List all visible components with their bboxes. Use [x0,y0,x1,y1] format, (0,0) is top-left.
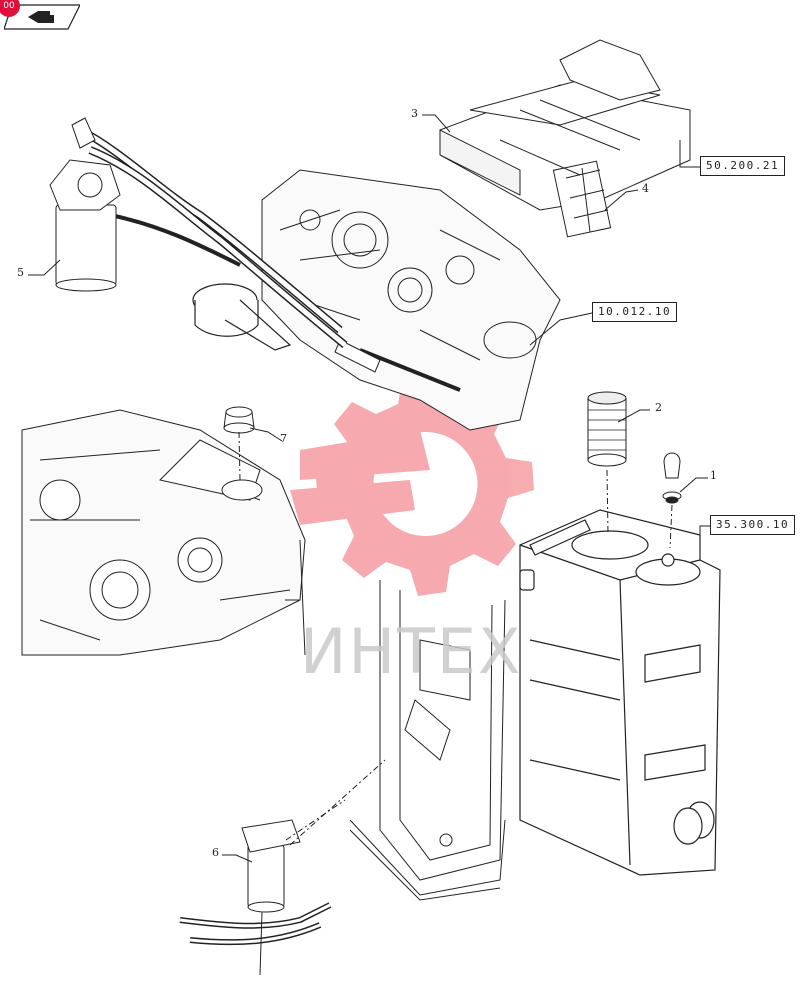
engine-assembly-upper [261,169,561,431]
page-badge: 00 [0,0,20,17]
filler-cap-item-7 [221,406,263,501]
watermark-text: ИНТЕХ [300,615,523,688]
nav-back-tab[interactable]: 00 [0,0,81,30]
callout-2: 2 [655,401,662,414]
callout-6: 6 [212,846,219,859]
frame-structure [285,539,506,901]
reference-box-50-200-21[interactable]: 50.200.21 [700,156,786,176]
reference-box-35-300-10[interactable]: 35.300.10 [710,515,796,535]
strainer-item-2 [587,391,627,536]
callout-5: 5 [17,266,24,279]
cap-item-1 [662,452,682,549]
hose-assembly [78,126,348,351]
water-separator-item-6 [179,759,386,976]
back-arrow-icon [28,11,54,23]
air-cleaner-assembly [439,39,691,238]
fuel-filter-item-5 [49,117,121,292]
callout-3: 3 [411,107,418,120]
engine-assembly-lower [21,409,306,656]
callout-1: 1 [710,469,717,482]
callout-4: 4 [642,182,649,195]
callout-7: 7 [280,432,287,445]
reference-box-10-012-10[interactable]: 10.012.10 [592,302,678,322]
fuel-tank [519,509,721,876]
leader-lines [28,114,712,863]
